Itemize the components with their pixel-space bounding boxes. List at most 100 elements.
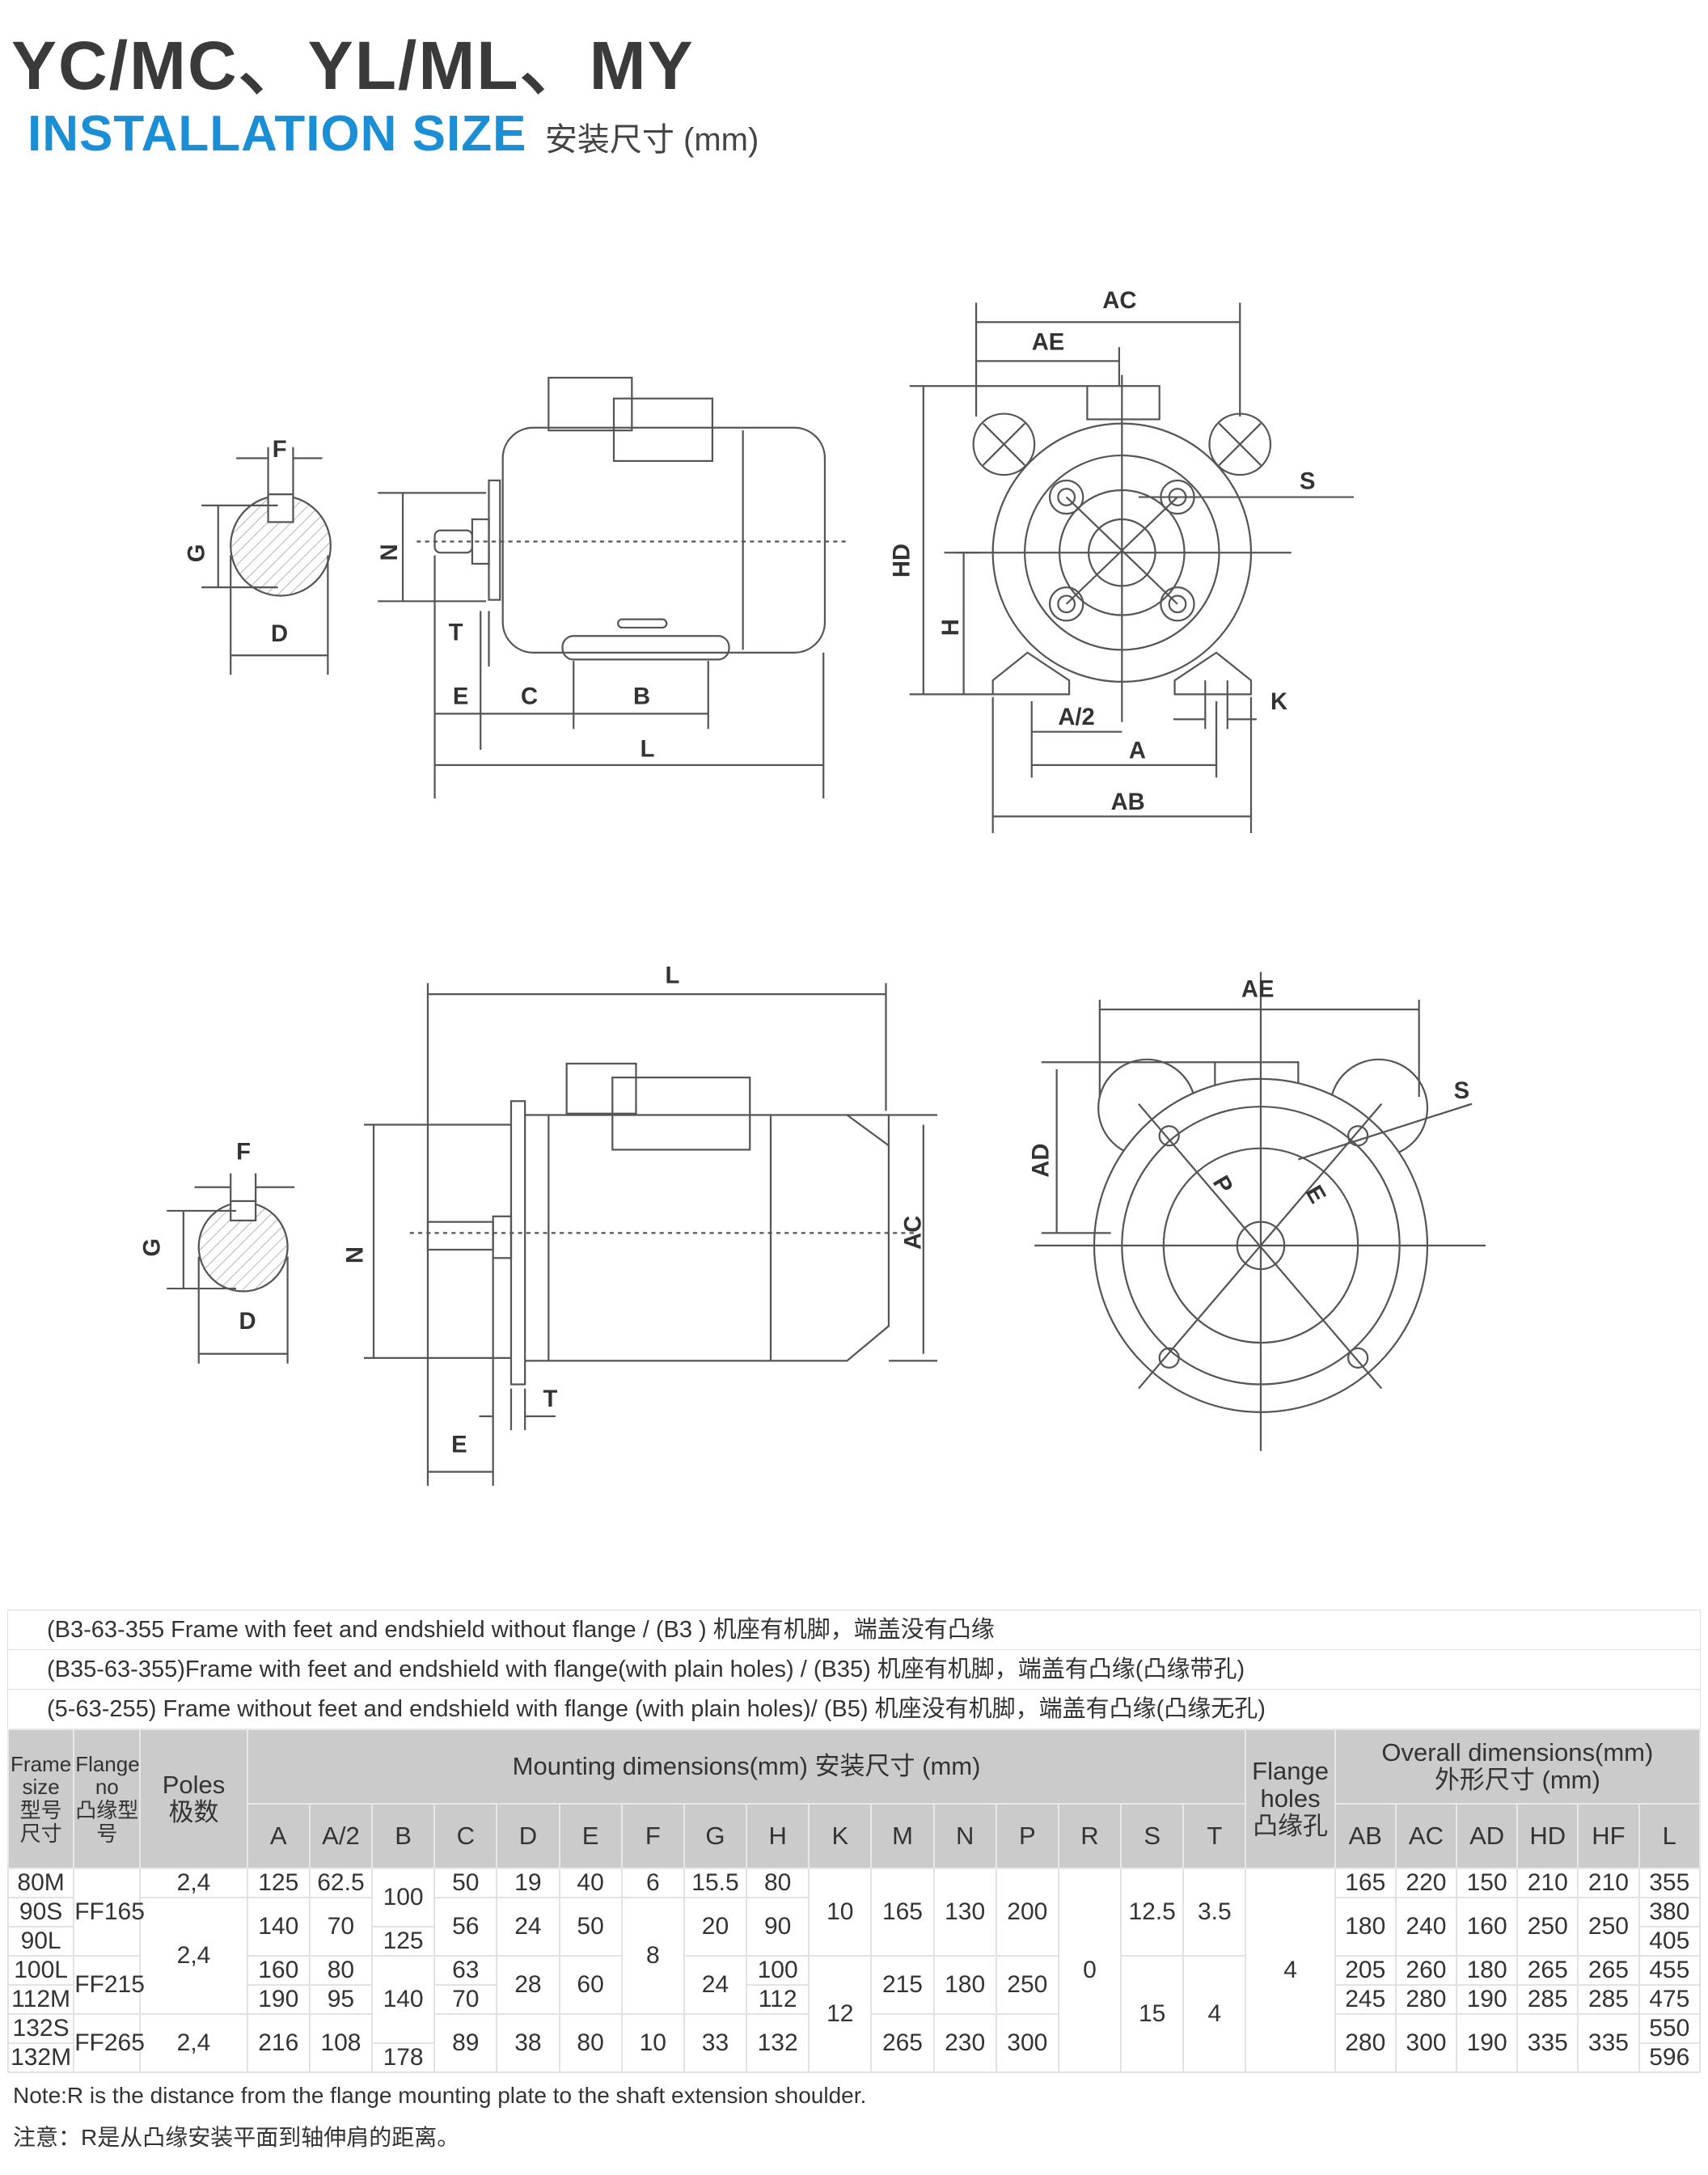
dim-label-g: G	[184, 544, 210, 563]
table-cell: 132S	[6, 2013, 75, 2044]
col-hd: HD	[1516, 1803, 1579, 1869]
dim-label-n-bottom: N	[342, 1246, 368, 1263]
col-k: K	[808, 1803, 873, 1869]
overall-label-cn: 外形尺寸 (mm)	[1434, 1766, 1600, 1794]
table-cell: 210	[1516, 1868, 1579, 1898]
top-shaft-key-section: F G D	[184, 437, 332, 675]
table-cell: 165	[870, 1868, 935, 1957]
table-cell: 140	[371, 1955, 436, 2044]
col-a: A	[246, 1803, 311, 1869]
col-t: T	[1182, 1803, 1247, 1869]
table-cell: 215	[870, 1955, 935, 2015]
table-cell: 28	[496, 1955, 560, 2015]
table-cell: 4	[1182, 1955, 1247, 2073]
col-r: R	[1057, 1803, 1122, 1869]
table-cell: 160	[1456, 1897, 1519, 1957]
mounting-dimensions-header: Mounting dimensions(mm) 安装尺寸 (mm)	[246, 1729, 1247, 1805]
table-cell: 62.5	[308, 1868, 374, 1898]
col-b: B	[371, 1803, 436, 1869]
top-motor-side-view: N T E C B L	[377, 376, 848, 799]
bottom-motor-side-view: L N AC T E	[342, 963, 937, 1486]
table-cell: 125	[246, 1868, 311, 1898]
table-cell: 190	[1456, 1984, 1519, 2015]
table-cell: 60	[558, 1955, 623, 2015]
table-cell: 112M	[6, 1984, 75, 2015]
subtitle-english: INSTALLATION SIZE	[27, 106, 527, 162]
table-cell: 250	[995, 1955, 1059, 2015]
table-cell: 100L	[6, 1955, 75, 1986]
table-cell: 33	[683, 2013, 748, 2073]
table-cell: 80	[746, 1868, 810, 1898]
table-cell: 50	[433, 1868, 498, 1898]
table-cell: 0	[1057, 1868, 1122, 2073]
table-cell: 280	[1394, 1984, 1458, 2015]
dim-label-b: B	[633, 683, 650, 709]
dim-label-d: D	[271, 621, 288, 647]
dim-label-e: E	[453, 683, 468, 709]
dim-label-f: F	[273, 437, 287, 463]
table-cell: FF165	[73, 1868, 145, 1957]
table-cell: 3.5	[1182, 1868, 1247, 1957]
table-cell: 24	[683, 1955, 748, 2015]
table-caption-b35: (B35-63-355)Frame with feet and endshiel…	[7, 1649, 1701, 1689]
table-cell: 285	[1516, 1984, 1579, 2015]
dim-label-f-bottom: F	[236, 1139, 251, 1165]
table-cell: 245	[1334, 1984, 1397, 2015]
section-subtitle: INSTALLATION SIZE 安装尺寸 (mm)	[27, 105, 759, 163]
table-cell: 63	[433, 1955, 498, 1986]
table-cell: 165	[1334, 1868, 1397, 1898]
table-cell: 250	[1577, 1897, 1640, 1957]
table-cell: 4	[1245, 1868, 1336, 2073]
dim-label-s: S	[1300, 468, 1315, 494]
table-cell: FF215	[73, 1955, 145, 2015]
dim-label-h: H	[938, 619, 964, 636]
dim-label-k: K	[1270, 689, 1287, 715]
dim-label-l-bottom: L	[666, 963, 680, 988]
table-cell: 8	[620, 1897, 685, 2015]
flange-holes-label: Flange holes	[1252, 1756, 1329, 1813]
table-cell: 38	[496, 2013, 560, 2073]
col-a-half2: A/2	[308, 1803, 374, 1869]
col-h: H	[746, 1803, 810, 1869]
table-cell: 475	[1638, 1984, 1702, 2015]
table-cell: 216	[246, 2013, 311, 2073]
notes: Note:R is the distance from the flange m…	[13, 2083, 866, 2164]
bottom-shaft-key-section: F G D	[140, 1139, 295, 1364]
dim-label-ae: AE	[1032, 330, 1065, 356]
table-cell: 285	[1577, 1984, 1640, 2015]
table-cell: 140	[246, 1897, 311, 1957]
flange-holes-label-cn: 凸缘孔	[1253, 1812, 1329, 1841]
table-cell: 132	[746, 2013, 810, 2073]
table-cell: 12	[808, 1955, 873, 2073]
table-cell: 178	[371, 2042, 436, 2073]
table-cell: 335	[1577, 2013, 1640, 2073]
table-caption-b5: (5-63-255) Frame without feet and endshi…	[7, 1689, 1701, 1729]
table-cell: FF265	[73, 2013, 145, 2073]
col-p: P	[995, 1803, 1059, 1869]
dim-label-d-bottom: D	[239, 1309, 256, 1335]
table-cell: 80M	[6, 1868, 75, 1898]
table-cell: 190	[1456, 2013, 1519, 2073]
table-cell: 205	[1334, 1955, 1397, 1986]
dim-label-ad: AD	[1028, 1144, 1054, 1178]
table-cell: 15	[1120, 1955, 1185, 2073]
col-s: S	[1120, 1803, 1185, 1869]
table-cell: 240	[1394, 1897, 1458, 1957]
dim-label-ae-bottom: AE	[1241, 977, 1275, 1003]
table-cell: 70	[308, 1897, 374, 1957]
dim-label-l: L	[640, 737, 655, 763]
dim-label-ac: AC	[1102, 288, 1136, 314]
table-cell: 56	[433, 1897, 498, 1957]
col-ad: AD	[1456, 1803, 1519, 1869]
dim-label-ac-bottom: AC	[900, 1216, 926, 1250]
table-cell: 10	[808, 1868, 873, 1957]
table-cell: 250	[1516, 1897, 1579, 1957]
